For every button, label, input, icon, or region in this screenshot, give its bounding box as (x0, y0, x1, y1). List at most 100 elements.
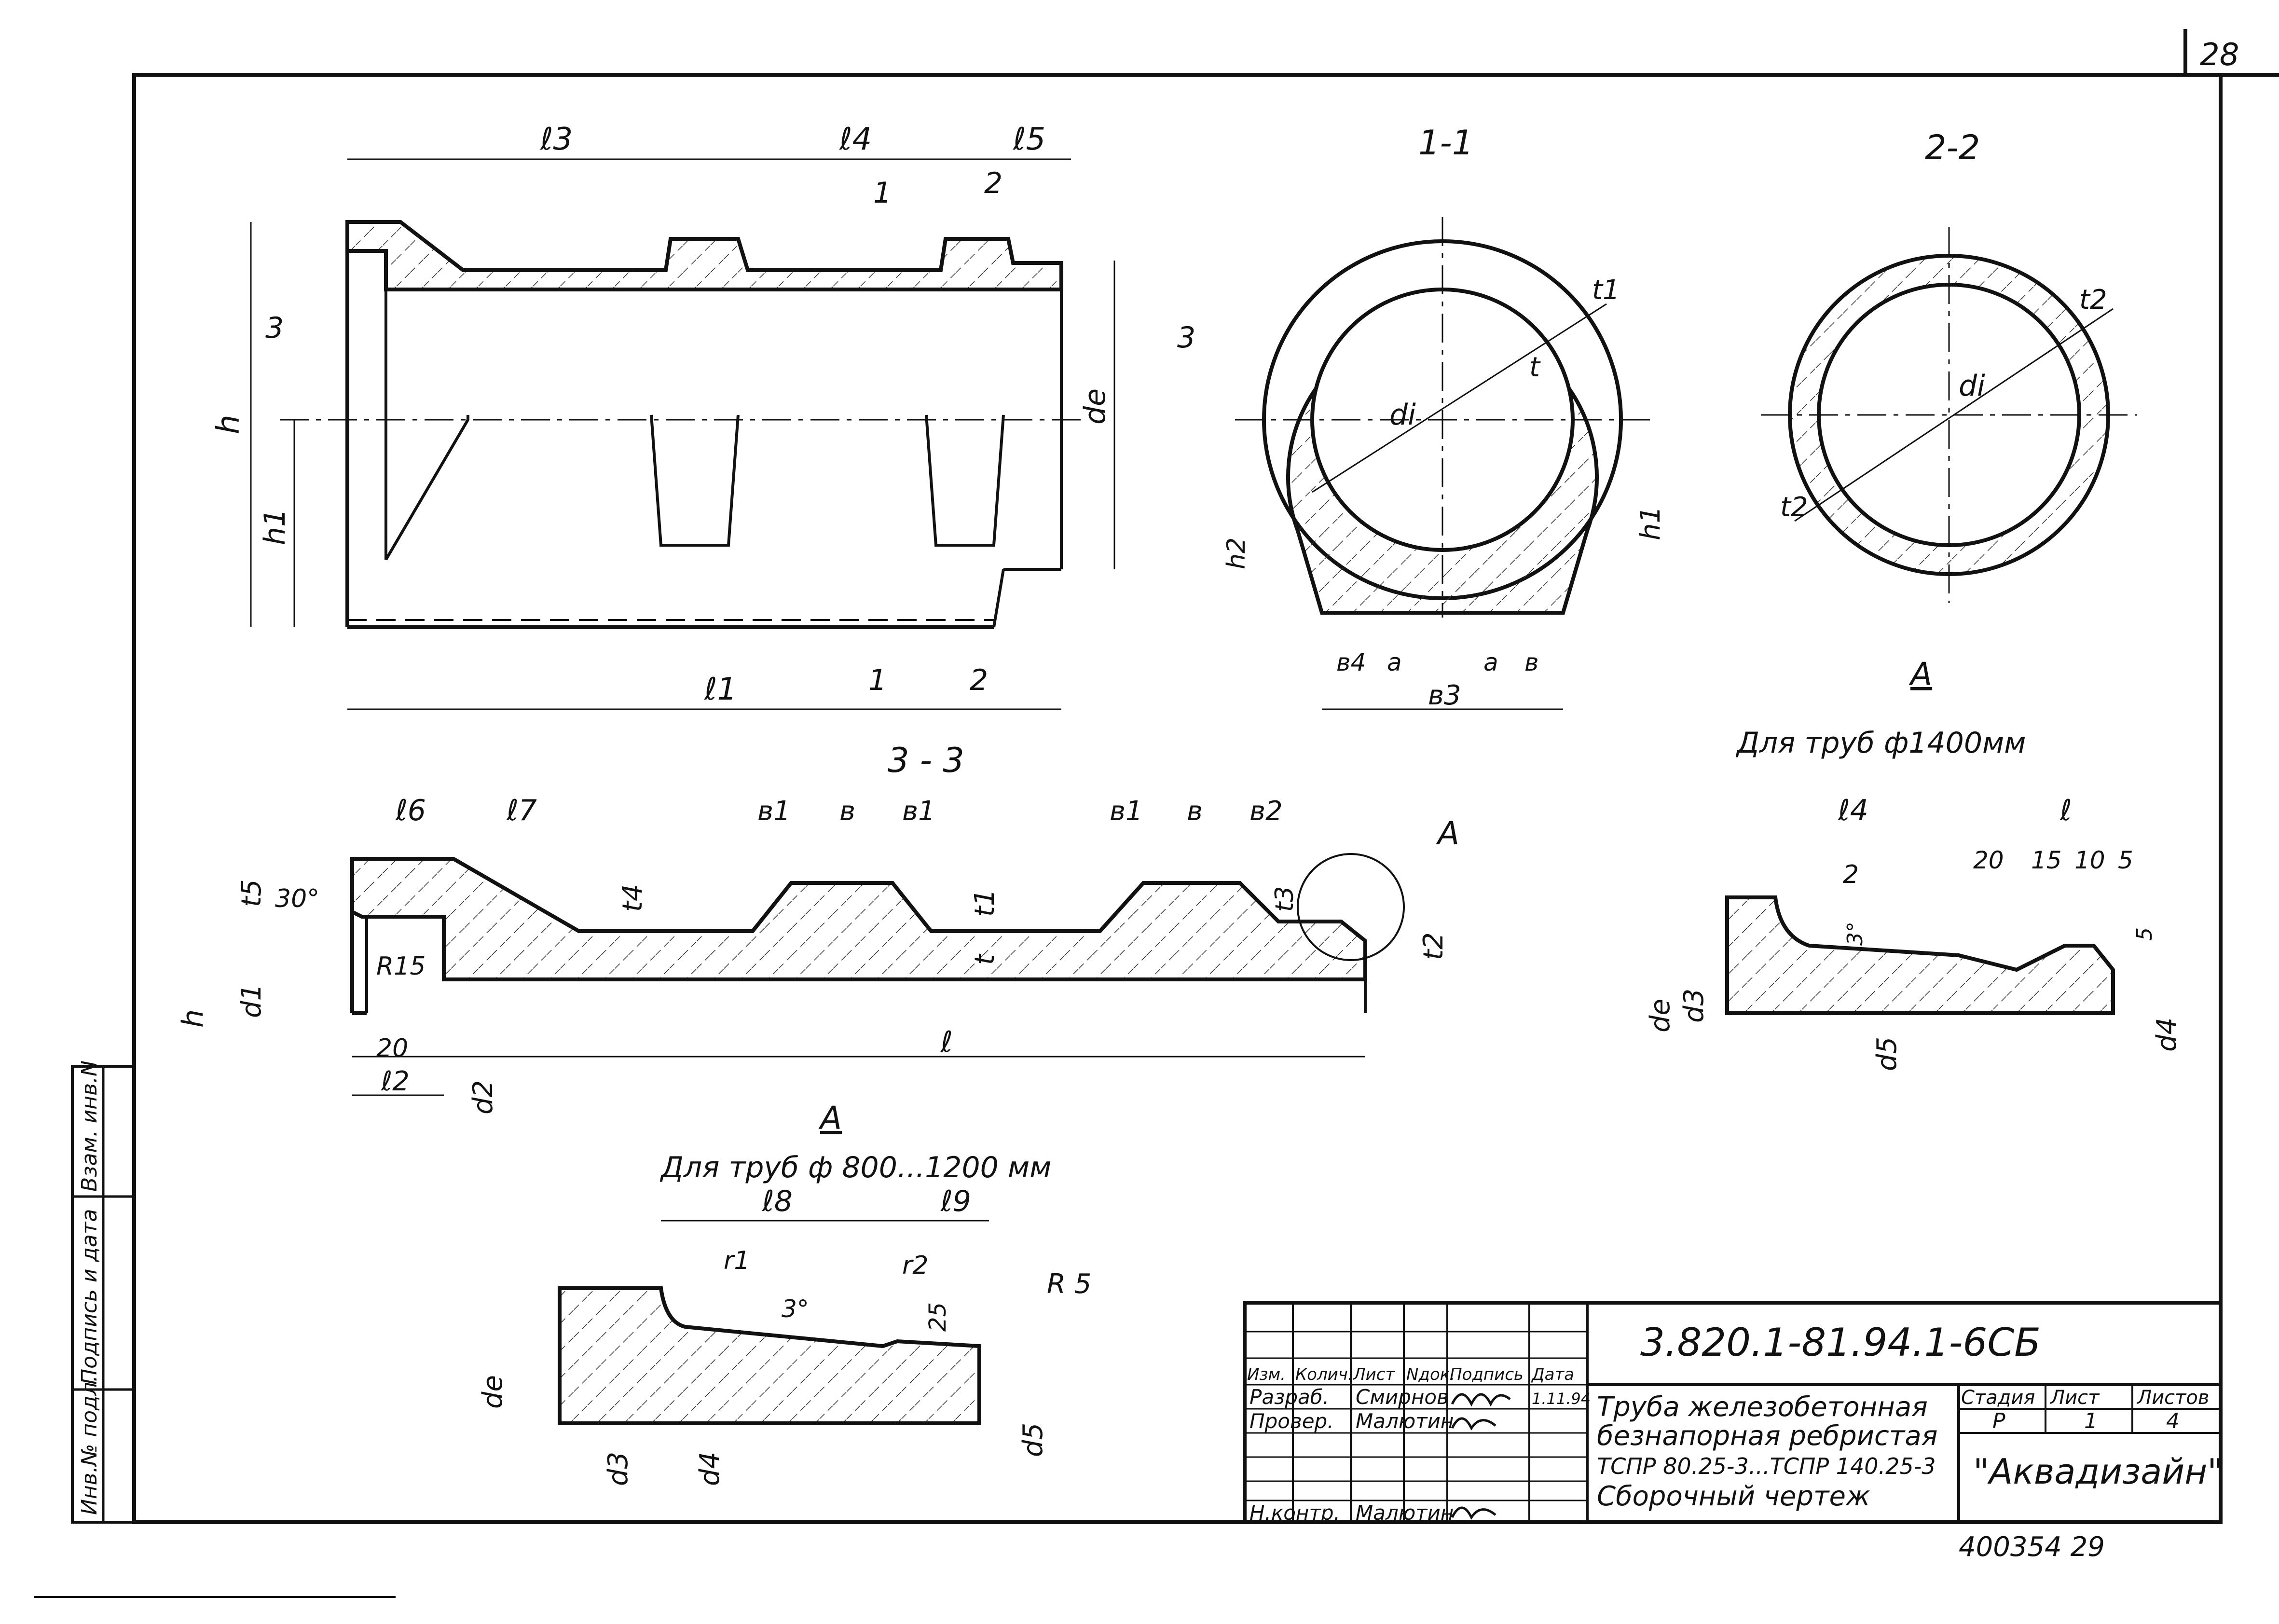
side-stamp: Инв.№ подл. Подпись и дата Взам. инв.N (71, 1060, 136, 1524)
svg-text:3°: 3° (1843, 922, 1867, 946)
svg-text:безнапорная ребристая: безнапорная ребристая (1597, 1420, 1937, 1452)
svg-text:Nдок.: Nдок. (1406, 1365, 1455, 1384)
signature-malyutin-2 (1451, 1506, 1496, 1520)
organization: "Аквадизайн" (1973, 1451, 2223, 1492)
svg-text:Смирнов: Смирнов (1356, 1385, 1449, 1409)
svg-text:2-2: 2-2 (1925, 128, 1980, 167)
svg-text:Лист: Лист (2049, 1387, 2100, 1409)
svg-text:в3: в3 (1428, 680, 1461, 711)
svg-text:1: 1 (868, 663, 887, 697)
svg-text:A: A (1436, 815, 1459, 852)
section-2-2: 2-2 di t2 t2 A Для труб ф1400мм (1735, 128, 2137, 760)
svg-text:3: 3 (265, 311, 284, 345)
detail-a-800-1200: A Для труб ф 800...1200 мм ℓ8 ℓ9 r1 r2 3… (477, 1100, 1091, 1486)
svg-text:h: h (176, 1009, 210, 1028)
svg-text:R15: R15 (376, 952, 426, 981)
svg-text:A: A (818, 1100, 842, 1137)
svg-text:d5: d5 (1871, 1037, 1903, 1071)
svg-text:Листов: Листов (2136, 1387, 2209, 1409)
svg-text:ℓ: ℓ (2059, 794, 2072, 827)
svg-text:ℓ5: ℓ5 (1013, 122, 1045, 157)
svg-text:t: t (1529, 352, 1541, 383)
svg-text:t1: t1 (969, 889, 1001, 917)
svg-text:Для труб ф 800...1200 мм: Для труб ф 800...1200 мм (659, 1151, 1051, 1184)
section-1-1: 1-1 di t1 t h1 h2 в3 в4 a a в (1222, 123, 1666, 711)
svg-text:t: t (969, 953, 1001, 965)
svg-text:Колич.: Колич. (1295, 1365, 1353, 1384)
svg-text:3: 3 (1177, 321, 1195, 355)
sheet-number: 28 (2200, 37, 2239, 73)
svg-text:d2: d2 (467, 1080, 499, 1115)
svg-text:2: 2 (984, 166, 1002, 200)
svg-text:t2: t2 (1780, 492, 1808, 523)
svg-text:в: в (1187, 796, 1203, 827)
archive-stamp: 400354 29 (1959, 1531, 2105, 1563)
title-block: Изм. Колич. Лист Nдок. Подпись Дата Разр… (1243, 1301, 2223, 1525)
svg-text:в1: в1 (757, 796, 791, 827)
svg-text:Подпись: Подпись (1450, 1365, 1524, 1384)
svg-text:20: 20 (376, 1034, 408, 1063)
stamp-inv: Инв.№ подл. (77, 1375, 102, 1515)
svg-text:Дата: Дата (1531, 1365, 1574, 1384)
svg-text:t2: t2 (1418, 932, 1449, 960)
svg-text:в1: в1 (902, 796, 935, 827)
svg-text:Малютин: Малютин (1356, 1409, 1454, 1433)
svg-text:в1: в1 (1110, 796, 1143, 827)
svg-text:5: 5 (2118, 846, 2133, 874)
pipe-elevation-view: ℓ3 ℓ4 ℓ5 ℓ1 h h1 de 1 2 3 3 1 2 (211, 122, 1195, 710)
svg-text:h2: h2 (1222, 537, 1251, 569)
svg-text:ℓ: ℓ (940, 1025, 953, 1059)
svg-text:t1: t1 (1592, 275, 1620, 306)
svg-text:1: 1 (873, 176, 892, 210)
svg-text:Малютин: Малютин (1356, 1501, 1454, 1525)
svg-text:d4: d4 (2151, 1018, 2183, 1052)
svg-text:Стадия: Стадия (1961, 1387, 2035, 1409)
sheet-frame (132, 73, 2223, 1524)
svg-text:10: 10 (2074, 846, 2105, 874)
stamp-sign-date: Подпись и дата (77, 1209, 102, 1385)
svg-text:di: di (1389, 398, 1416, 432)
svg-text:ℓ9: ℓ9 (940, 1184, 971, 1218)
svg-text:Для труб ф1400мм: Для труб ф1400мм (1735, 726, 2026, 760)
signature-smirnov (1451, 1393, 1511, 1407)
svg-text:A: A (1908, 656, 1932, 693)
svg-text:d3: d3 (1678, 989, 1710, 1023)
svg-text:d3: d3 (603, 1452, 634, 1486)
svg-text:Разраб.: Разраб. (1249, 1385, 1329, 1409)
svg-text:ℓ6: ℓ6 (395, 794, 426, 827)
svg-text:r2: r2 (902, 1251, 928, 1280)
svg-text:Труба железобетонная: Труба железобетонная (1597, 1391, 1928, 1423)
svg-text:в: в (1524, 648, 1538, 676)
stamp-replace: Взам. инв.N (77, 1060, 102, 1192)
svg-text:h1: h1 (1635, 506, 1666, 540)
svg-text:t3: t3 (1270, 886, 1299, 912)
svg-text:t4: t4 (617, 884, 648, 912)
svg-text:ℓ4: ℓ4 (1838, 794, 1868, 827)
svg-text:ℓ3: ℓ3 (540, 122, 573, 157)
svg-text:в2: в2 (1249, 796, 1283, 827)
svg-text:Р: Р (1992, 1409, 2005, 1433)
svg-text:ℓ7: ℓ7 (506, 794, 537, 827)
detail-a-1400: ℓ4 ℓ 20 15 10 5 2 3° 5 de d3 d5 d4 (1645, 794, 2183, 1071)
svg-text:4: 4 (2166, 1409, 2180, 1433)
svg-text:di: di (1959, 369, 1985, 403)
svg-text:r1: r1 (724, 1246, 750, 1275)
svg-text:20: 20 (1973, 846, 2004, 874)
svg-text:1-1: 1-1 (1418, 123, 1473, 163)
svg-text:de: de (1078, 388, 1112, 425)
svg-text:Сборочный чертеж: Сборочный чертеж (1597, 1481, 1870, 1512)
drawing-code: 3.820.1-81.94.1-6СБ (1640, 1320, 2041, 1365)
svg-text:15: 15 (2031, 846, 2062, 874)
svg-text:Изм.: Изм. (1247, 1365, 1286, 1384)
svg-text:h: h (211, 414, 247, 434)
svg-text:в: в (839, 796, 855, 827)
svg-text:ℓ1: ℓ1 (704, 672, 737, 707)
section-3-3: 3 - 3 A ℓ6 ℓ7 в1 в в1 в1 в в2 30° R15 t5… (176, 741, 1459, 1115)
svg-text:a: a (1483, 648, 1498, 676)
svg-text:1: 1 (2084, 1409, 2098, 1433)
svg-text:t2: t2 (2079, 284, 2107, 316)
svg-text:Лист: Лист (1352, 1365, 1395, 1384)
signature-malyutin-1 (1451, 1417, 1496, 1431)
svg-text:ℓ2: ℓ2 (381, 1066, 410, 1097)
svg-text:5: 5 (2132, 927, 2157, 941)
